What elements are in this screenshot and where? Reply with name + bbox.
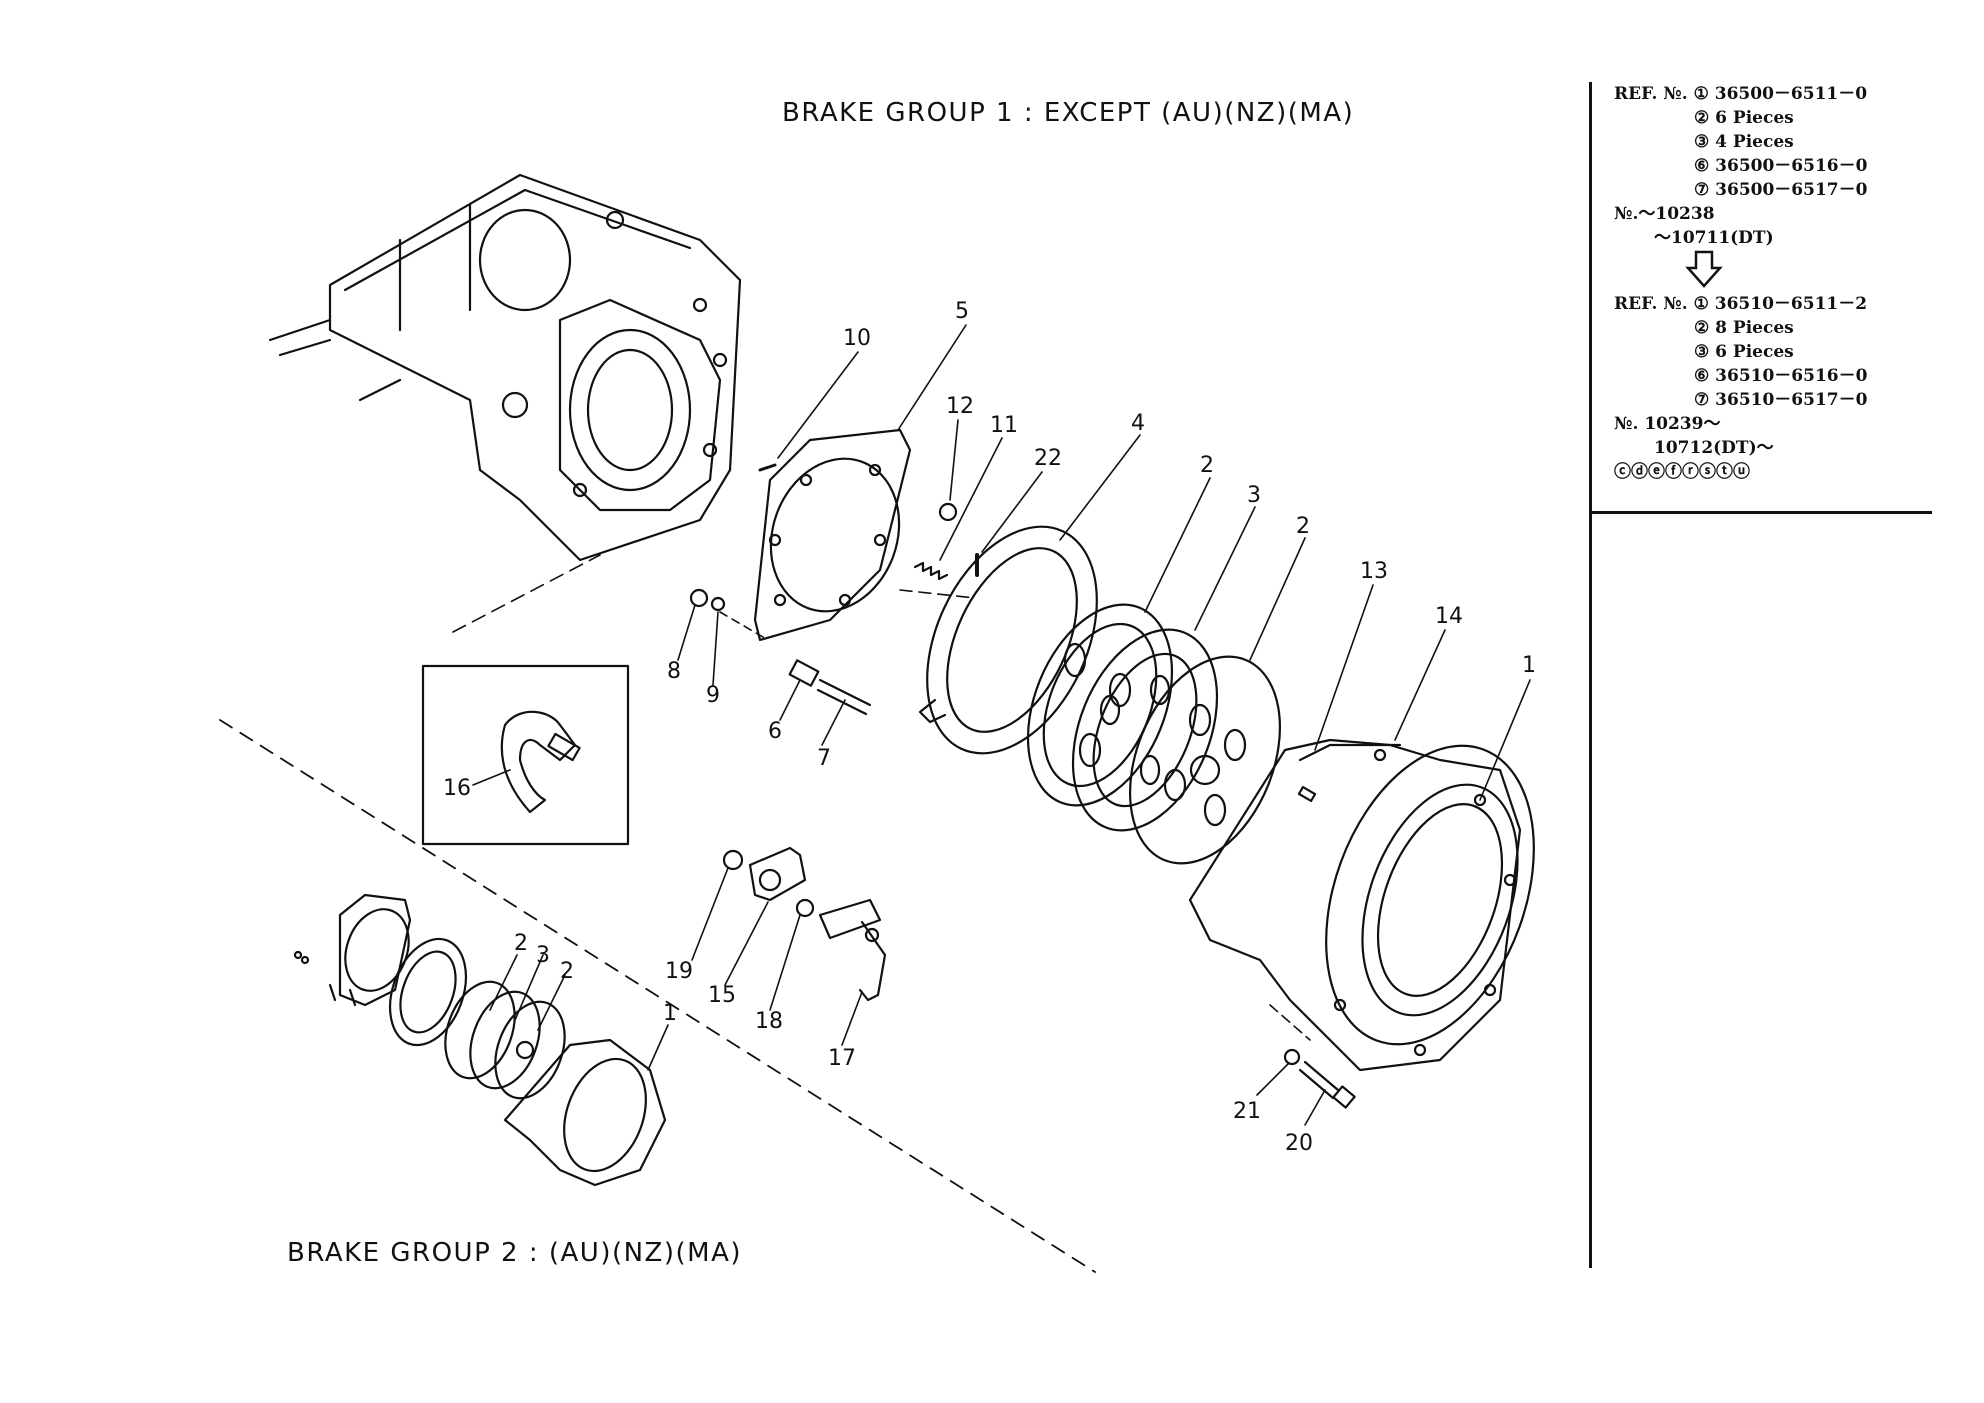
ref2-serial-1: №. 10239～ bbox=[1614, 414, 1721, 434]
group-2-title: BRAKE GROUP 2 : (AU)(NZ)(MA) bbox=[287, 1238, 743, 1268]
group-2-assembly bbox=[293, 893, 667, 1187]
callout-22: 22 bbox=[1034, 446, 1062, 471]
callout-6: 6 bbox=[768, 719, 782, 744]
callout-18: 18 bbox=[755, 1009, 783, 1034]
part-16-lever bbox=[500, 710, 581, 814]
callout-4: 4 bbox=[1131, 411, 1145, 436]
ref1-line-1: ① 36500－6511－0 bbox=[1693, 84, 1868, 104]
ref1-line-2: ② 6 Pieces bbox=[1694, 108, 1794, 128]
callout-5: 5 bbox=[955, 299, 969, 324]
group-separator bbox=[219, 719, 1096, 1273]
inset-box-part-16 bbox=[421, 664, 630, 846]
ref2-line-2: ② 8 Pieces bbox=[1694, 318, 1794, 338]
callout-3: 3 bbox=[1247, 483, 1261, 508]
ref1-serial-1: №.～10238 bbox=[1614, 204, 1715, 224]
part-1-brake-case bbox=[1188, 738, 1535, 1072]
part-19-seal bbox=[722, 849, 744, 871]
ref1-line-5: ⑦ 36500－6517－0 bbox=[1694, 180, 1868, 200]
reference-notes: REF. №. ① 36500－6511－0 ② 6 Pieces ③ 4 Pi… bbox=[1614, 82, 1944, 484]
ref-block-2: REF. №. ① 36510－6511－2 ② 8 Pieces ③ 6 Pi… bbox=[1614, 292, 1944, 484]
part-9-washer bbox=[710, 596, 726, 612]
callout-9: 9 bbox=[706, 683, 720, 708]
down-arrow-icon bbox=[1614, 250, 1944, 292]
callout-g2-3: 3 bbox=[536, 943, 550, 968]
part-8-nut bbox=[689, 588, 709, 608]
part-4-disc bbox=[918, 525, 1098, 755]
leader-lines bbox=[472, 324, 1531, 1126]
part-12-ball bbox=[938, 502, 958, 522]
ref-label-2: REF. №. bbox=[1614, 294, 1688, 314]
ref2-line-3: ③ 6 Pieces bbox=[1694, 342, 1794, 362]
part-17-shaft-lever bbox=[818, 898, 887, 1002]
part-20-bolt bbox=[1298, 1060, 1340, 1100]
callout-13: 13 bbox=[1360, 559, 1388, 584]
callout-g2-1: 1 bbox=[663, 1001, 677, 1026]
part-7-stud bbox=[816, 678, 872, 716]
callout-2a: 2 bbox=[1200, 453, 1214, 478]
part-11-spring bbox=[913, 561, 949, 581]
part-2-friction-plate-b bbox=[1128, 655, 1282, 865]
callout-21: 21 bbox=[1233, 1099, 1261, 1124]
ref2-line-5: ⑦ 36510－6517－0 bbox=[1694, 390, 1868, 410]
sidebar-divider-vertical bbox=[1589, 82, 1592, 1268]
part-15-cam bbox=[748, 846, 807, 902]
transmission-housing bbox=[268, 173, 742, 562]
callout-20: 20 bbox=[1285, 1131, 1313, 1156]
callout-2b: 2 bbox=[1296, 514, 1310, 539]
callout-14: 14 bbox=[1435, 604, 1463, 629]
ref2-line-1: ① 36510－6511－2 bbox=[1693, 294, 1868, 314]
callout-12: 12 bbox=[946, 394, 974, 419]
callout-16: 16 bbox=[443, 776, 471, 801]
callout-8: 8 bbox=[667, 659, 681, 684]
ref-label-1: REF. №. bbox=[1614, 84, 1688, 104]
callout-1: 1 bbox=[1522, 653, 1536, 678]
sidebar-divider-horizontal bbox=[1592, 511, 1932, 514]
callout-7: 7 bbox=[817, 746, 831, 771]
callout-10: 10 bbox=[843, 326, 871, 351]
ref2-line-4: ⑥ 36510－6516－0 bbox=[1694, 366, 1868, 386]
ref1-line-3: ③ 4 Pieces bbox=[1694, 132, 1794, 152]
ref2-region-codes: ⓒⓓⓔⓕⓡⓢⓣⓤ bbox=[1614, 462, 1750, 482]
callout-15: 15 bbox=[708, 983, 736, 1008]
group-1-title: BRAKE GROUP 1 : EXCEPT (AU)(NZ)(MA) bbox=[782, 98, 1355, 128]
ref-block-1: REF. №. ① 36500－6511－0 ② 6 Pieces ③ 4 Pi… bbox=[1614, 82, 1944, 250]
part-3-steel-plate bbox=[1071, 628, 1219, 832]
part-21-washer bbox=[1283, 1048, 1301, 1066]
callout-19: 19 bbox=[665, 959, 693, 984]
ref1-line-4: ⑥ 36500－6516－0 bbox=[1694, 156, 1868, 176]
ref1-serial-2: ～10711(DT) bbox=[1654, 228, 1774, 248]
part-18-o-ring bbox=[795, 898, 815, 918]
part-5-plate bbox=[753, 428, 912, 642]
part-6-collar bbox=[788, 659, 820, 687]
callout-g2-2a: 2 bbox=[514, 931, 528, 956]
callout-11: 11 bbox=[990, 413, 1018, 438]
ref2-serial-2: 10712(DT)～ bbox=[1654, 438, 1774, 458]
callout-g2-2b: 2 bbox=[560, 959, 574, 984]
callout-17: 17 bbox=[828, 1046, 856, 1071]
callout-numbers: 10 5 12 11 22 4 2 3 2 13 14 1 8 9 6 7 16… bbox=[443, 299, 1536, 1156]
